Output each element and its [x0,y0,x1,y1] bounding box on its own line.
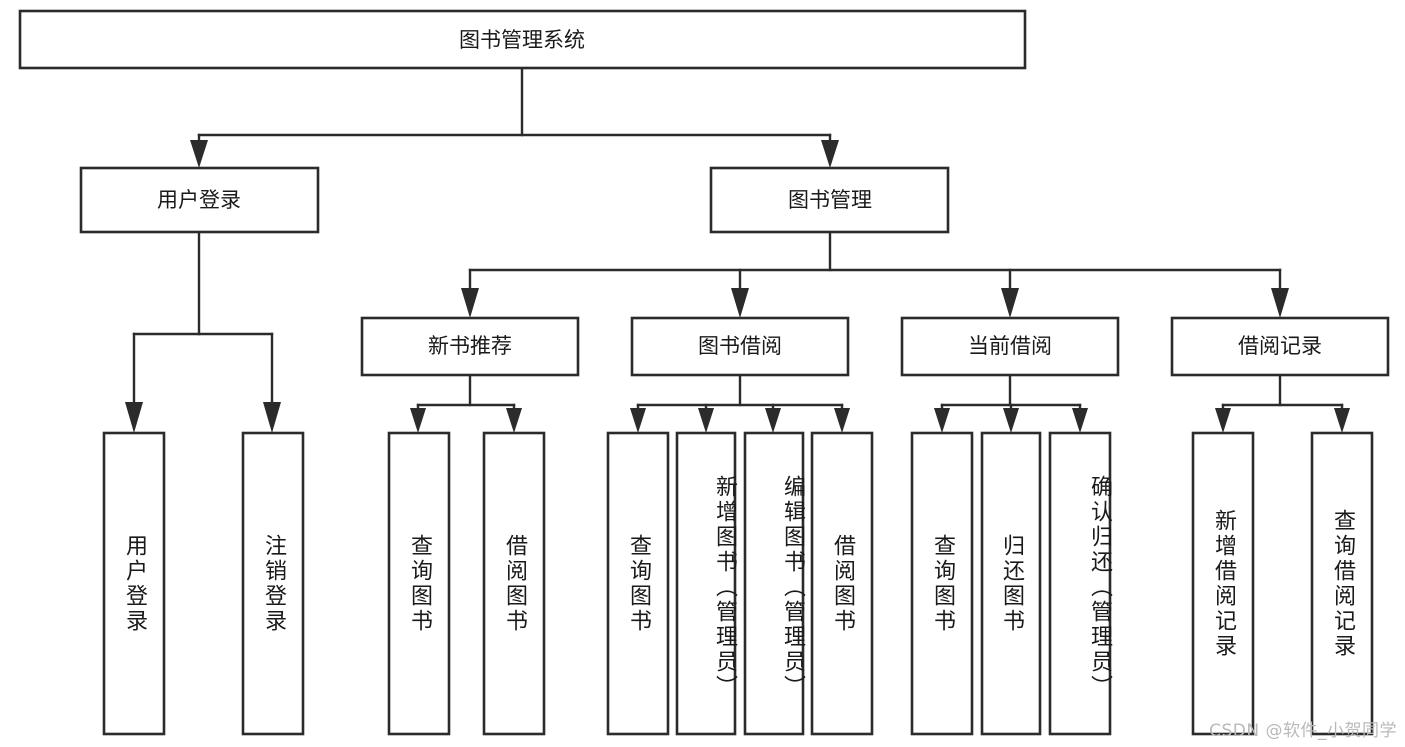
node-borrow-box[interactable] [630,316,850,377]
arrow-head-current-leaf2 [1003,408,1019,433]
arrow-head-bookmgmt [821,140,839,168]
arrow-head-borrow-leaf1 [630,408,646,433]
node-root[interactable]: 图书管理系统 [18,9,1027,70]
node-leaf-current-1-label: 查询图书 [930,533,955,634]
node-leaf-login-2-box[interactable] [241,431,305,736]
node-newbook-box[interactable] [360,316,580,377]
node-bookmgmt[interactable]: 图书管理 [709,166,950,234]
arrow-head-login-leaf2 [263,402,281,433]
node-current-label: 当前借阅 [968,334,1052,358]
node-leaf-borrow-4-label: 借阅图书 [830,533,855,634]
node-leaf-current-2-label: 归还图书 [999,533,1024,634]
arrow-head-current-leaf1 [934,408,950,433]
node-leaf-borrow-2-box[interactable] [675,431,737,736]
node-login-label: 用户登录 [157,188,241,212]
node-borrow-label: 图书借阅 [698,334,782,358]
arrow-head-newbook-leaf2 [506,408,522,433]
node-leaf-borrow-3-label: 编辑图书（管理员） [780,475,805,700]
node-leaf-borrow-4-box[interactable] [810,431,874,736]
arrow-head-borrow-leaf2 [698,408,714,433]
node-current[interactable]: 当前借阅 [900,316,1120,377]
arrow-head-borrow [731,288,749,318]
node-leaf-current-3-box[interactable] [1048,431,1112,736]
node-records-box[interactable] [1170,316,1390,377]
leaf-boxes [102,431,1374,736]
arrow-head-newbook [461,288,479,318]
arrow-head-records-leaf1 [1215,408,1231,433]
arrow-head-newbook-leaf1 [410,408,426,433]
node-login[interactable]: 用户登录 [79,166,320,234]
node-leaf-newbook-1-label: 查询图书 [407,533,432,634]
node-newbook[interactable]: 新书推荐 [360,316,580,377]
node-newbook-label: 新书推荐 [428,334,512,358]
node-leaf-login-1-box[interactable] [102,431,166,736]
node-leaf-newbook-1-box[interactable] [387,431,451,736]
node-leaf-current-2-box[interactable] [980,431,1042,736]
arrow-head-login-leaf1 [125,402,143,433]
node-borrow[interactable]: 图书借阅 [630,316,850,377]
arrow-head-records-leaf2 [1334,408,1350,433]
node-bookmgmt-box[interactable] [709,166,950,234]
node-leaf-borrow-1-box[interactable] [606,431,670,736]
node-records-label: 借阅记录 [1238,334,1322,358]
node-current-box[interactable] [900,316,1120,377]
node-records[interactable]: 借阅记录 [1170,316,1390,377]
node-leaf-records-1-label: 新增借阅记录 [1211,508,1236,659]
node-root-box[interactable] [18,9,1027,70]
node-leaf-borrow-1-label: 查询图书 [626,533,651,634]
node-leaf-current-3-label: 确认归还（管理员） [1087,475,1112,700]
node-leaf-borrow-2-label: 新增图书（管理员） [712,475,737,700]
node-leaf-records-2-box[interactable] [1310,431,1374,736]
node-leaf-records-2-label: 查询借阅记录 [1330,508,1355,659]
arrow-head-current [1001,288,1019,318]
arrow-head-borrow-leaf4 [834,408,850,433]
node-leaf-newbook-2-label: 借阅图书 [502,533,527,634]
node-bookmgmt-label: 图书管理 [788,188,872,212]
node-leaf-records-1-box[interactable] [1191,431,1255,736]
arrow-head-current-leaf3 [1072,408,1088,433]
arrow-head-records [1271,288,1289,318]
arrow-head-login [190,140,208,168]
watermark: CSDN @软件_小贺同学 [1209,721,1397,741]
node-login-box[interactable] [79,166,320,234]
arrow-head-borrow-leaf3 [765,408,781,433]
connector-group [125,66,1350,433]
node-leaf-login-2-label: 注销登录 [261,533,286,634]
node-leaf-borrow-3-box[interactable] [743,431,805,736]
node-leaf-login-1-label: 用户登录 [122,533,147,634]
node-leaf-current-1-box[interactable] [910,431,974,736]
node-leaf-newbook-2-box[interactable] [482,431,546,736]
node-root-label: 图书管理系统 [459,28,585,52]
